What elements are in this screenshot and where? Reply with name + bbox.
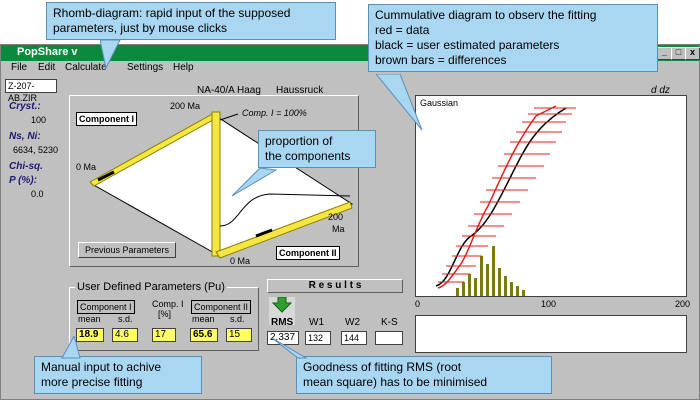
comp-pct-input[interactable]: 17 [152,328,176,342]
label-200-right: 200 [328,212,344,222]
rhomb-marker-1 [97,170,115,182]
ns-ni-label: Ns, Ni: [9,131,41,142]
label-0-bottom: 0 Ma [230,256,251,266]
p-label: P (%): [9,175,37,186]
callout-proportion-line-1: proportion of [265,134,333,148]
data-error-bars [438,107,576,283]
comp1-sd-input[interactable]: 4.6 [112,328,138,342]
p-value: 0.0 [31,189,44,199]
proportion-curve [219,193,351,227]
label-ma-right: Ma [332,224,345,234]
w1-value: 132 [305,331,331,345]
rhomb-diagram[interactable] [70,96,360,268]
cumulative-chart [435,105,576,296]
callout-cumulative-pointer [376,74,423,131]
comp2-sd-input[interactable]: 15 [226,328,252,342]
callout-goodness-line-1: Goodness of fitting RMS (root [303,360,462,374]
window-title: PopShare v [17,46,78,58]
callout-cumulative-line-3: black = user estimated parameters [375,38,560,52]
menu-bar: File Edit Calculate Settings Help [1,61,699,75]
callout-proportion-pointer [231,167,278,197]
w1-label: W1 [309,317,324,328]
application-window: PopShare v _ □ x File Edit Calculate Set… [0,44,700,400]
estimated-curve [435,107,567,287]
comp-pct-header-1: Comp. I [152,299,184,309]
callout-manual-pointer [61,336,81,359]
results-title: R e s u l t s [267,279,403,293]
rhomb-marker-2 [255,228,273,238]
comp-pct-header-2: [%] [158,309,172,319]
menu-edit[interactable]: Edit [38,62,56,73]
previous-parameters-button[interactable]: Previous Parameters [78,242,176,258]
minimize-button[interactable]: _ [657,47,672,60]
callout-cumulative-line-1: Cummulative diagram to observ the fittin… [375,8,597,22]
callout-cumulative-line-4: brown bars = differences [375,53,507,67]
close-button[interactable]: x [685,47,700,60]
menu-help[interactable]: Help [173,62,194,73]
w2-label: W2 [345,317,360,328]
x-axis-mid: 100 [541,299,557,309]
menu-settings[interactable]: Settings [127,62,164,73]
comp2-sd-label: s.d. [230,314,245,324]
callout-rhomb-line-1: Rhomb-diagram: rapid input of the suppos… [53,6,291,20]
plot-legend: Gaussian [420,98,459,108]
comp2-mean-input[interactable]: 65.6 [190,328,218,342]
w2-value: 144 [341,331,367,345]
rhomb-diagram-panel: Component I Component II 200 Ma 0 Ma 200… [69,95,359,267]
callout-rhomb: Rhomb-diagram: rapid input of the suppos… [46,2,336,40]
callout-cumulative-line-2: red = data [375,23,430,37]
header-sample-id: NA-40/A Haag [197,85,261,96]
x-axis-max: 200 [675,299,691,309]
ns-ni-value: 6634, 5230 [13,145,59,155]
menu-calculate[interactable]: Calculate [65,62,107,73]
secondary-plot [415,315,687,353]
rms-highlight [269,297,295,325]
chi-sq-label: Chi-sq. [9,161,43,172]
ks-label: K-S [381,317,398,328]
cryst-label: Cryst.: [9,101,41,112]
callout-cumulative: Cummulative diagram to observ the fittin… [368,4,658,72]
maximize-button[interactable]: □ [671,47,686,60]
comp-ratio-label: Comp. I = 100% [242,108,307,118]
label-0-left: 0 Ma [76,162,97,172]
rms-label: RMS [271,317,294,328]
component-1-label: Component I [76,112,137,126]
cumulative-plot: Gaussian [415,95,687,297]
data-curve [437,105,557,289]
x-axis-min: 0 [415,299,421,309]
callout-manual-line-2: more precise fitting [41,375,143,389]
callout-goodness-pointer [271,338,308,359]
cryst-value: 100 [31,115,47,125]
callout-goodness: Goodness of fitting RMS (root mean squar… [296,356,552,394]
difference-bars [456,246,525,296]
rhomb-edge-bottom [215,201,353,259]
comp1-mean-input[interactable]: 18.9 [76,328,104,342]
rhomb-edge-vertical [211,111,221,257]
callout-proportion: proportion of the components [258,130,376,168]
header-location: Haussruck [276,85,324,96]
callout-manual-line-1: Manual input to achive [41,360,162,374]
callout-proportion-line-2: the components [265,149,351,163]
user-params-title: User Defined Parameters (Pu) [75,281,227,293]
ks-value [375,331,403,345]
comp2-header: Component II [191,300,252,314]
header-right: d dz [651,85,670,96]
down-arrow-icon [271,297,293,313]
comp1-mean-label: mean [78,314,101,324]
callout-goodness-line-2: mean square) has to be minimised [303,375,488,389]
callout-rhomb-line-2: parameters, just by mouse clicks [53,21,228,35]
sample-field[interactable]: Z-207-AB.ZIR [5,79,57,103]
comp2-mean-label: mean [192,314,215,324]
menu-file[interactable]: File [11,62,28,73]
callout-rhomb-pointer [100,40,121,70]
user-params-group: Component I Component II Comp. I [%] mea… [69,287,259,351]
comp1-header: Component I [77,300,135,314]
comp1-sd-label: s.d. [118,314,133,324]
label-200-top: 200 Ma [170,101,201,111]
component-2-label: Component II [276,246,340,260]
callout-manual: Manual input to achive more precise fitt… [34,356,202,394]
